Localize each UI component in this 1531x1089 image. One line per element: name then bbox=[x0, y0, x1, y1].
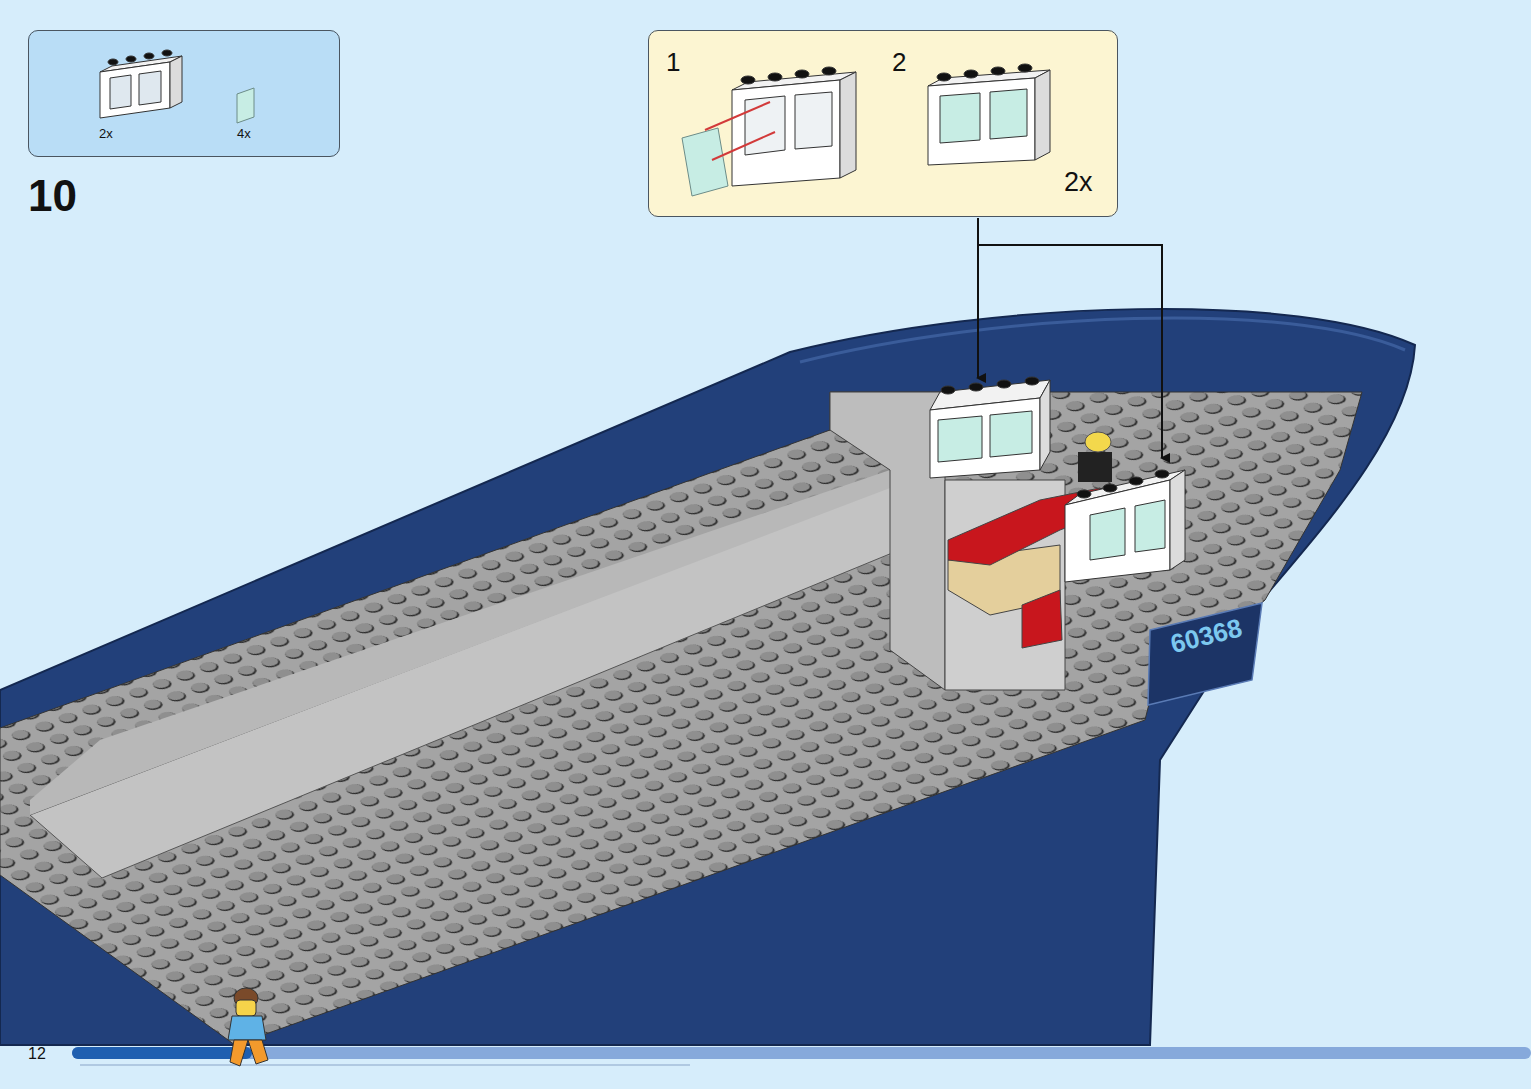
parts-panel-fill bbox=[28, 30, 340, 157]
parts-panel: 2x 4x bbox=[28, 30, 340, 157]
deck bbox=[0, 392, 1362, 1045]
window-frame-part bbox=[100, 50, 182, 118]
glass-pane-part bbox=[237, 88, 254, 123]
progress-rule bbox=[80, 1065, 690, 1066]
callout-step1-art bbox=[682, 67, 856, 196]
progress-bar bbox=[72, 1047, 1531, 1059]
minifig bbox=[228, 988, 268, 1066]
callout-panel: 1 2 2x bbox=[648, 30, 1118, 217]
hull bbox=[0, 309, 1415, 1045]
hold-wall bbox=[30, 470, 890, 815]
pointer-line bbox=[978, 218, 1162, 458]
callout-step2-art bbox=[928, 64, 1050, 165]
substep-number: 1 bbox=[666, 49, 680, 75]
hold-channel bbox=[30, 486, 948, 878]
step-number: 10 bbox=[28, 174, 77, 218]
bridge-wall bbox=[830, 392, 945, 690]
progress-fill bbox=[72, 1047, 252, 1059]
ship-window-2 bbox=[1065, 470, 1185, 582]
console bbox=[1078, 452, 1112, 482]
pointer-line bbox=[977, 245, 979, 378]
seat-red-lower bbox=[1022, 590, 1062, 648]
part-count: 2x bbox=[99, 127, 113, 140]
substep-number: 2 bbox=[892, 49, 906, 75]
number-plate bbox=[1148, 603, 1262, 705]
multiplier: 2x bbox=[1064, 169, 1093, 196]
callout-panel-fill bbox=[648, 30, 1118, 217]
hull-rim bbox=[800, 318, 1405, 362]
lamp bbox=[1085, 432, 1111, 452]
ship-window-1 bbox=[930, 377, 1050, 478]
page-number: 12 bbox=[28, 1046, 46, 1062]
part-count: 4x bbox=[237, 127, 251, 140]
